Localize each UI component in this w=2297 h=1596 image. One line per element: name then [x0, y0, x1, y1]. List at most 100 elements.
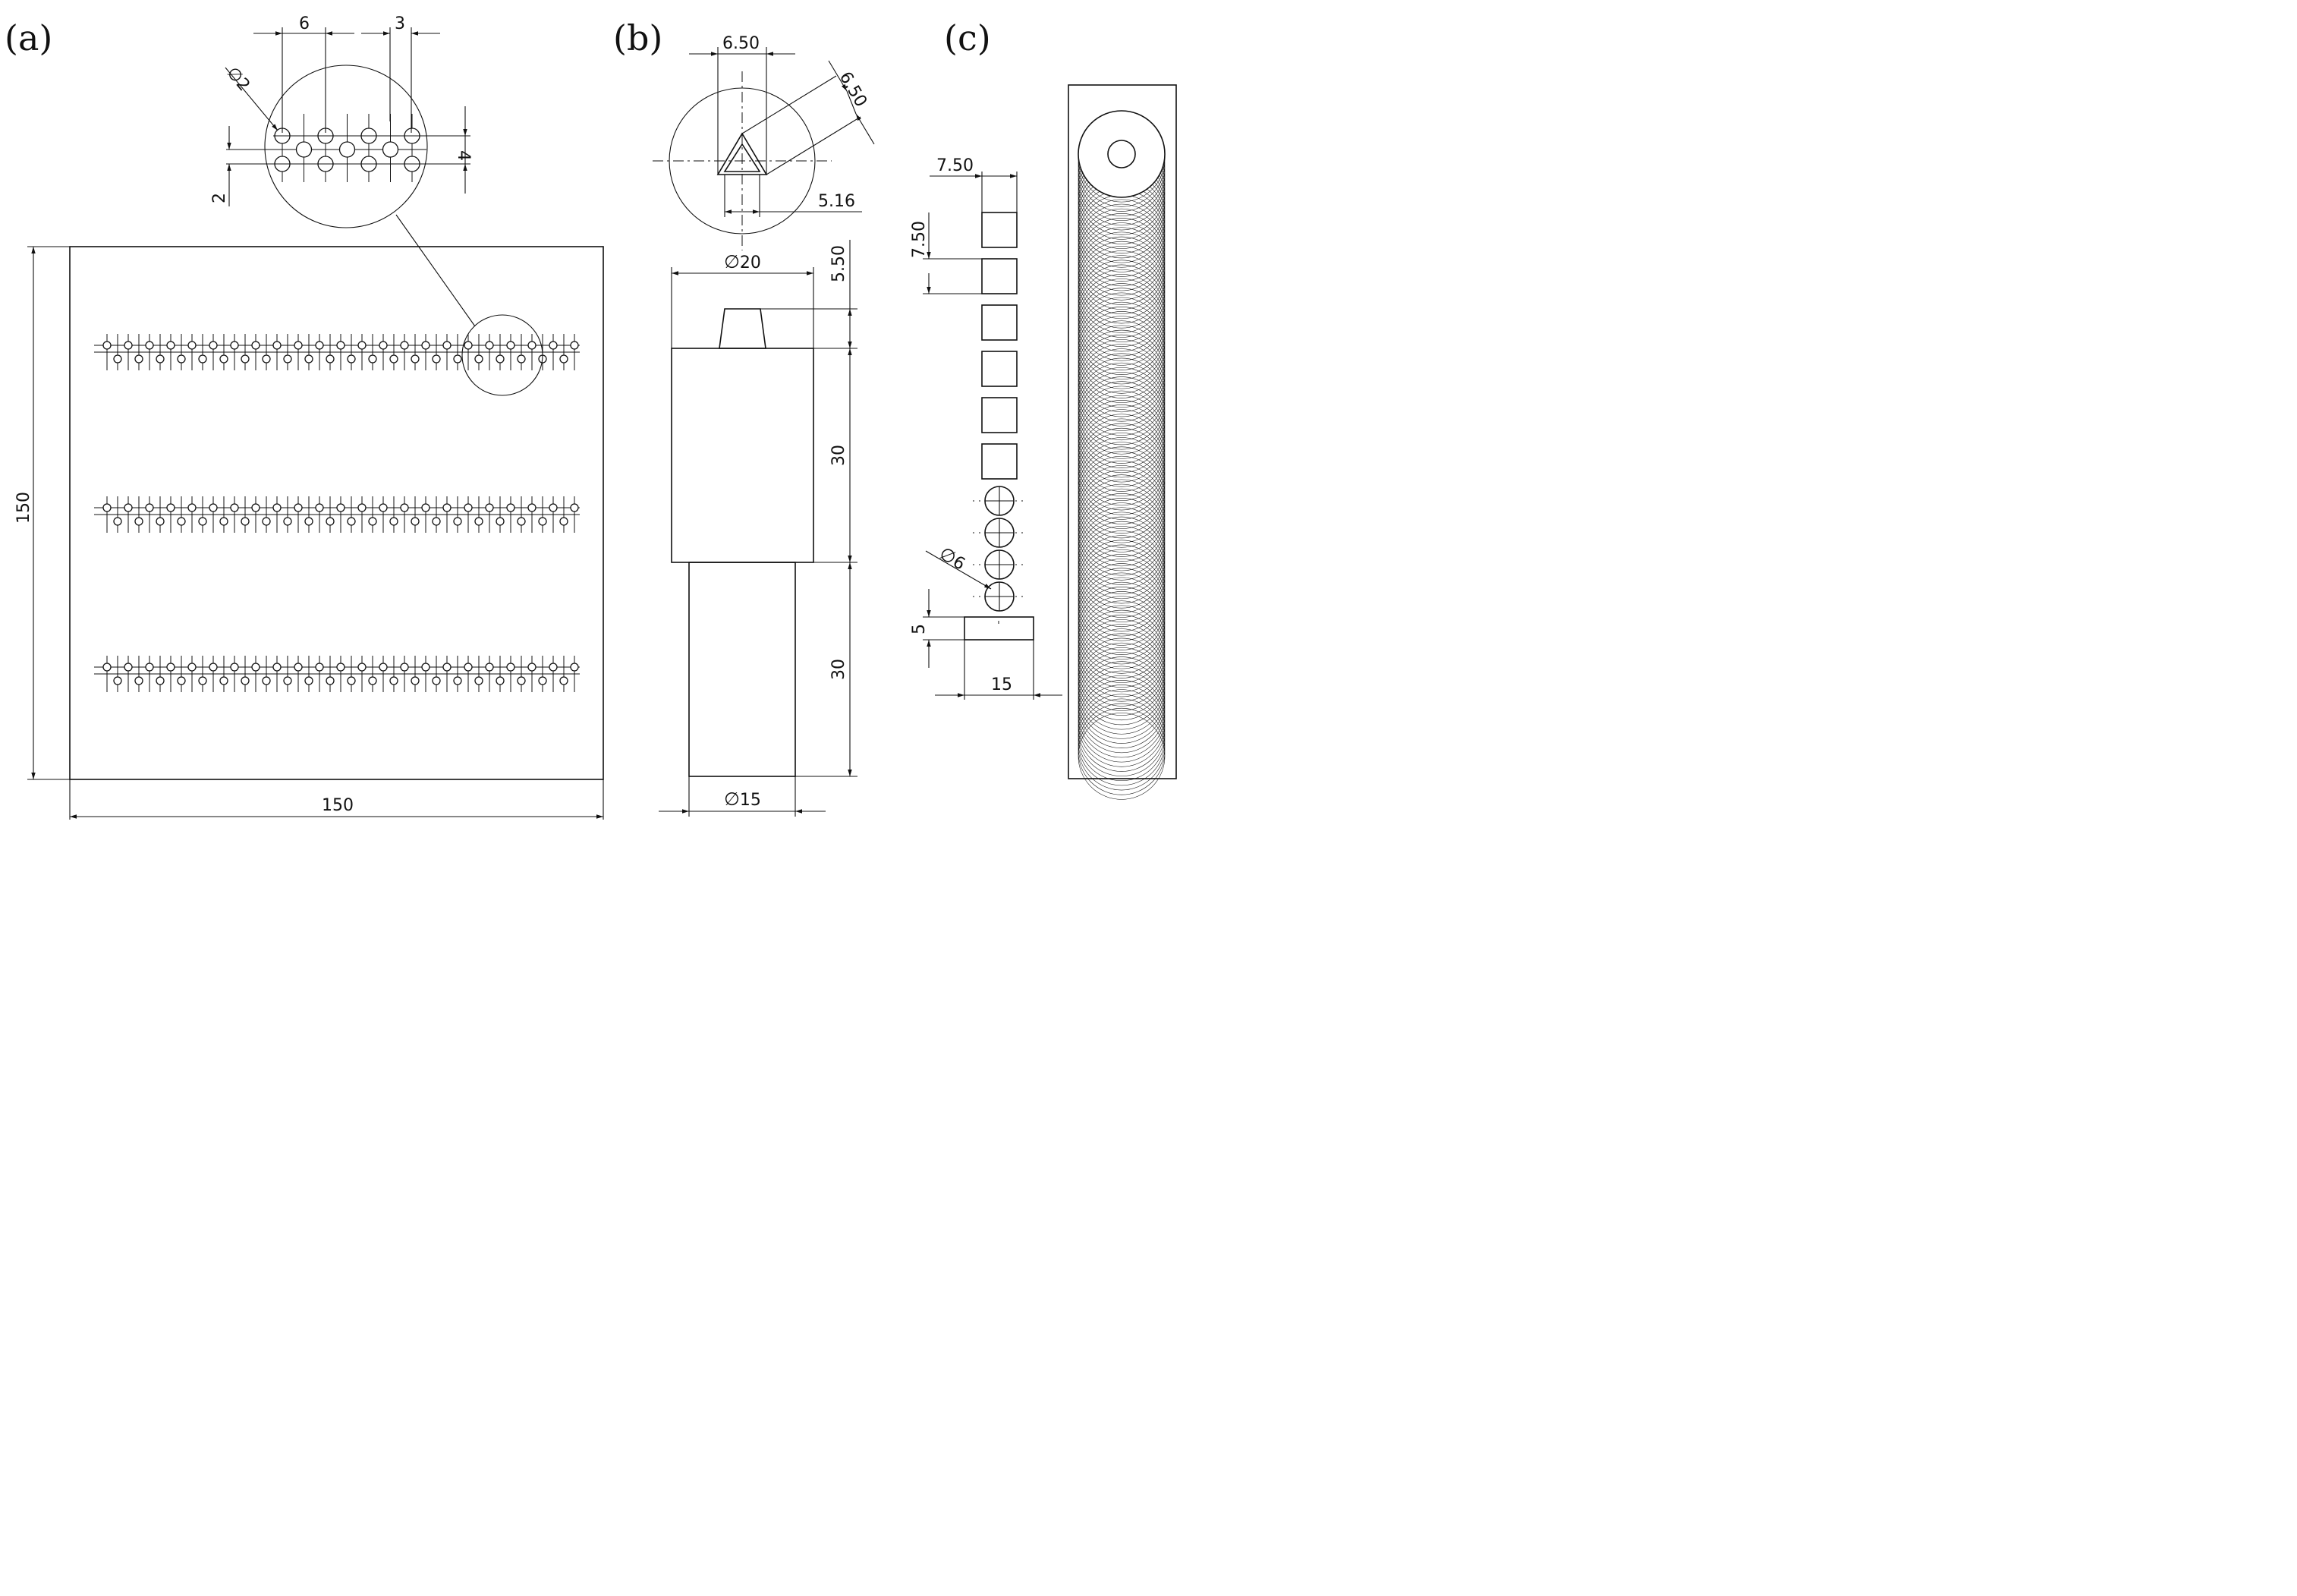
hole: [442, 663, 452, 672]
strip-circle: [1078, 549, 1166, 637]
hole: [156, 676, 165, 685]
strip-circle: [1078, 376, 1166, 464]
hole: [326, 517, 335, 526]
strip-circle: [1078, 563, 1166, 650]
strip-circle: [1078, 269, 1166, 357]
detail-holes: [267, 114, 426, 182]
hole: [421, 663, 430, 672]
strip-circle: [1078, 279, 1166, 366]
dim-tip-side-label: 6.50: [835, 69, 870, 111]
hole: [219, 354, 228, 364]
strip-circle: [1078, 628, 1166, 716]
strip-circle: [1078, 526, 1166, 613]
strip-circle: [1078, 190, 1166, 277]
hole: [347, 354, 356, 364]
hole: [241, 354, 250, 364]
hole: [315, 503, 324, 512]
square-specimen: [981, 258, 1018, 294]
strip-circle: [1078, 423, 1166, 511]
hole: [294, 503, 303, 512]
hole: [368, 354, 377, 364]
strip-circle: [1078, 614, 1166, 702]
strip-circle: [1078, 292, 1166, 380]
hole: [166, 503, 175, 512]
hole: [326, 676, 335, 685]
hole: [113, 517, 122, 526]
strip-circle: [1078, 521, 1166, 609]
strip-circle: [1078, 255, 1166, 342]
dim-head-diameter-label: ∅20: [724, 251, 761, 272]
strip-circle: [1078, 474, 1166, 562]
hole: [230, 663, 239, 672]
strip-circle: [1078, 670, 1166, 758]
strip-circle: [1078, 222, 1166, 310]
hole: [272, 663, 282, 672]
hole: [102, 341, 112, 350]
hole: [453, 354, 462, 364]
dim-plate-width-label: 150: [322, 796, 354, 815]
panel-c-specimen-drawing: 7.50 7.50 ∅6 5 15: [910, 84, 1177, 800]
hole: [102, 663, 112, 672]
hole: [496, 354, 505, 364]
hole: [177, 517, 186, 526]
square-specimen: [981, 212, 1018, 248]
strip-circle: [1078, 227, 1166, 315]
hole: [304, 517, 313, 526]
strip-circle: [1078, 493, 1166, 581]
strip-circle: [1078, 273, 1166, 361]
strip-circle: [1078, 642, 1166, 730]
hole: [134, 676, 143, 685]
hole: [134, 517, 143, 526]
hole: [113, 676, 122, 685]
hole: [219, 676, 228, 685]
hole: [187, 341, 197, 350]
hole: [538, 517, 547, 526]
dim-square-width-label: 7.50: [936, 156, 974, 175]
hole: [559, 354, 568, 364]
strip-circle: [1078, 460, 1166, 548]
detail-leader-line: [395, 214, 476, 327]
dim-shank-height-label: 30: [829, 659, 848, 680]
strip-circle: [1078, 395, 1166, 483]
strip-circle: [1078, 656, 1166, 744]
hole: [177, 676, 186, 685]
strip-circle: [1078, 498, 1166, 585]
hole: [464, 663, 473, 672]
hole: [315, 341, 324, 350]
round-specimens: [973, 486, 1026, 612]
panel-label-b: (b): [613, 17, 662, 58]
hole: [527, 341, 536, 350]
hole: [113, 354, 122, 364]
hole: [411, 354, 420, 364]
hole: [272, 341, 282, 350]
strip-circle: [1078, 455, 1166, 543]
hole: [124, 341, 133, 350]
hole: [506, 663, 515, 672]
strip-circle: [1078, 707, 1166, 795]
strip-circle: [1078, 516, 1166, 604]
strip-circle: [1078, 194, 1166, 282]
technical-drawing: (a) (b) (c) 6 3 ∅2: [5, 14, 1177, 820]
hole: [145, 341, 154, 350]
hole: [379, 341, 388, 350]
strip-circle: [1078, 353, 1166, 441]
hole: [187, 503, 197, 512]
hole: [368, 676, 377, 685]
punch-tip-side: [719, 308, 766, 349]
hole: [517, 676, 526, 685]
strip-circle: [1078, 502, 1166, 590]
triangle-tip-inner: [723, 143, 761, 172]
square-specimen: [981, 304, 1018, 341]
strip-circle: [1078, 348, 1166, 436]
hole: [283, 354, 292, 364]
hole: [336, 503, 345, 512]
hole: [442, 503, 452, 512]
hole: [209, 663, 218, 672]
hole: [538, 676, 547, 685]
dim-bar-height-label: 5: [910, 624, 929, 634]
hole: [251, 341, 260, 350]
strip-circle: [1078, 559, 1166, 646]
hole: [230, 503, 239, 512]
hole: [262, 354, 271, 364]
panel-b-punch-drawing: 6.50 6.50 5.16 ∅20 5.50: [653, 34, 875, 817]
